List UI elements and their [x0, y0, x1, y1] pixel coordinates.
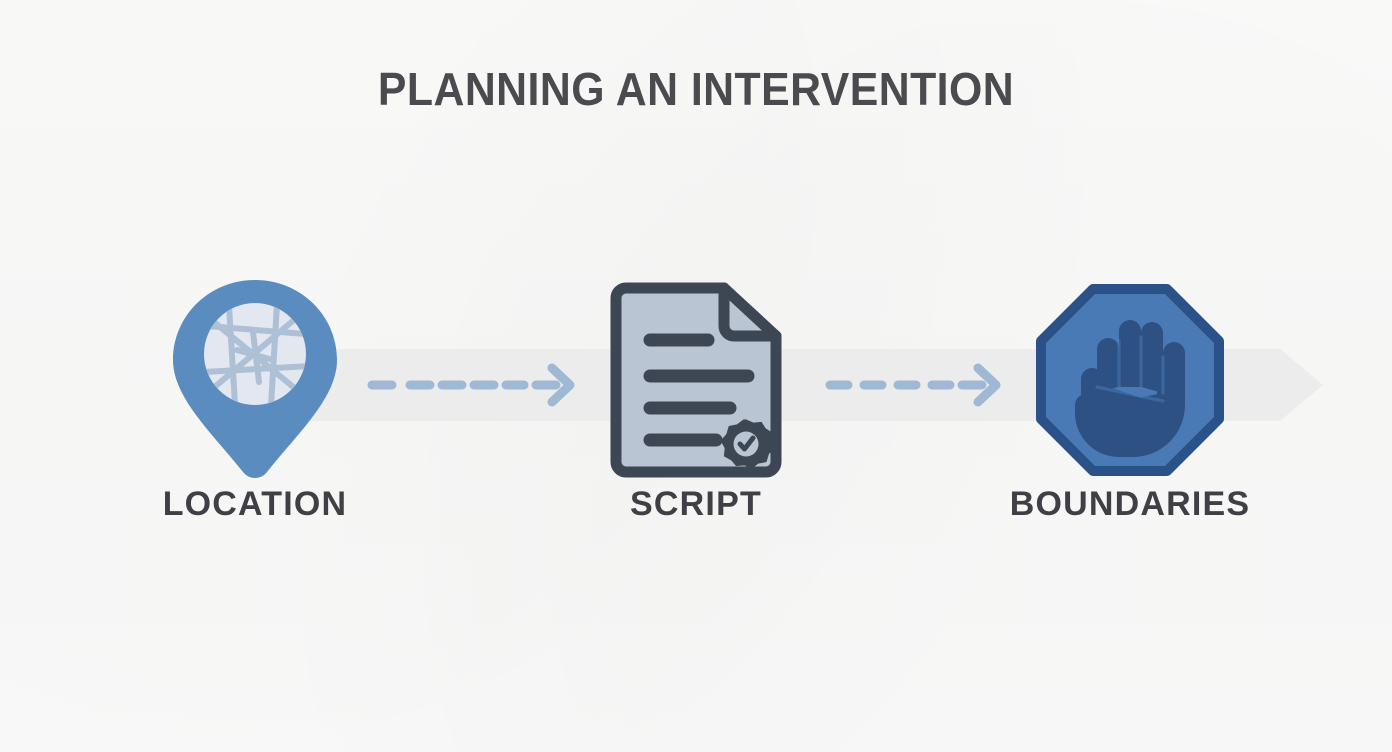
document-fold	[718, 282, 782, 342]
palm-line	[1095, 385, 1165, 403]
connector-arrow-2	[824, 362, 1004, 408]
arrowhead	[547, 363, 575, 407]
pin-map-roads	[204, 303, 306, 405]
document-text-lines	[643, 333, 755, 447]
step-boundaries-label: BOUNDARIES	[1009, 485, 1251, 523]
stop-hand-icon	[980, 275, 1280, 485]
document-verified-icon	[546, 275, 846, 485]
map-pin-icon	[105, 275, 405, 485]
verified-badge	[720, 419, 775, 469]
connector-arrow-1	[366, 362, 578, 408]
hand-shape	[1075, 320, 1185, 457]
step-script-label: SCRIPT	[630, 485, 762, 523]
check-icon	[737, 435, 756, 452]
arrowhead	[973, 363, 1001, 407]
step-location-label: LOCATION	[162, 485, 348, 523]
step-location[interactable]: LOCATION	[105, 275, 405, 524]
step-boundaries[interactable]: BOUNDARIES	[980, 275, 1280, 524]
step-script[interactable]: SCRIPT	[546, 275, 846, 524]
page-title: PLANNING AN INTERVENTION	[377, 63, 1015, 115]
